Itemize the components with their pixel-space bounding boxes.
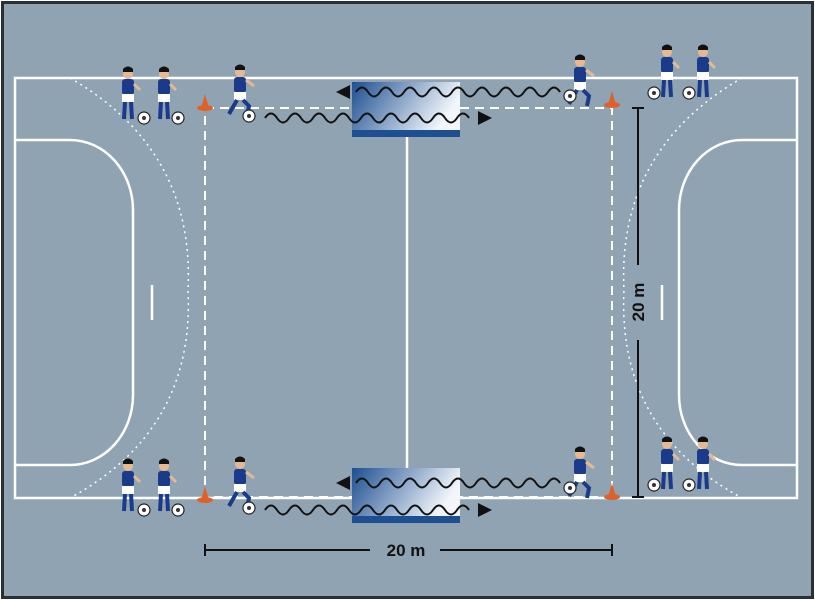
cone-icon xyxy=(197,94,213,111)
dribble-arrow-icon xyxy=(264,111,492,125)
cone-icon xyxy=(604,483,620,500)
player-icon xyxy=(697,436,717,490)
player-icon xyxy=(158,66,178,120)
dribble-arrow-icon xyxy=(336,476,561,490)
player-icon xyxy=(661,436,681,490)
obstacle-box-icon xyxy=(352,468,460,523)
ball-icon xyxy=(242,109,256,123)
dribble-arrow-icon xyxy=(336,85,561,99)
players-and-equipment xyxy=(122,44,717,517)
horizontal-measure xyxy=(204,544,613,556)
player-icon xyxy=(122,458,142,512)
vertical-measure xyxy=(632,107,644,498)
dribble-arrow-icon xyxy=(264,503,492,517)
ball-icon xyxy=(563,481,577,495)
dribble-arrows xyxy=(264,85,561,517)
player-icon xyxy=(227,456,255,509)
player-icon xyxy=(227,64,255,117)
ball-icon xyxy=(137,111,151,125)
ball-icon xyxy=(171,111,185,125)
cone-icon xyxy=(604,91,620,108)
player-icon xyxy=(697,44,717,98)
vertical-distance-label: 20 m xyxy=(629,283,648,322)
player-icon xyxy=(158,458,178,512)
ball-icon xyxy=(647,478,661,492)
player-icon xyxy=(122,66,142,120)
ball-icon xyxy=(171,503,185,517)
ball-icon xyxy=(137,503,151,517)
player-icon xyxy=(661,44,681,98)
ball-icon xyxy=(682,478,696,492)
cone-icon xyxy=(197,486,213,503)
horizontal-distance-label: 20 m xyxy=(387,541,426,560)
ball-icon xyxy=(647,86,661,100)
ball-icon xyxy=(242,501,256,515)
player-icon xyxy=(567,54,595,107)
ball-icon xyxy=(563,89,577,103)
ball-icon xyxy=(682,86,696,100)
left-goal-area xyxy=(15,138,135,467)
